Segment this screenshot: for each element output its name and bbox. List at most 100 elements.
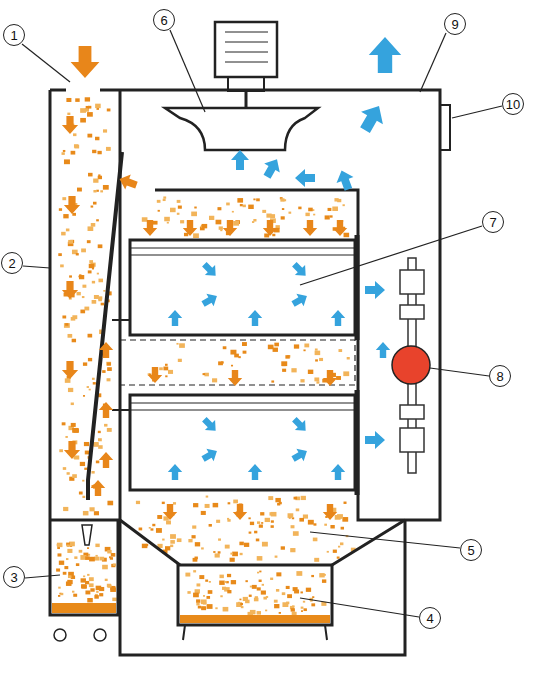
dust-particle <box>145 544 148 546</box>
dust-particle <box>193 570 196 572</box>
dust-particle <box>279 612 281 614</box>
dust-particle <box>98 244 103 248</box>
dust-particle <box>92 268 94 270</box>
dust-particle <box>88 270 92 273</box>
dust-particle <box>311 575 314 577</box>
dust-particle <box>334 198 338 201</box>
callout-text: 3 <box>10 571 17 584</box>
dust-particle <box>153 221 158 225</box>
dust-particle <box>162 502 165 504</box>
dust-particle <box>163 196 166 198</box>
dust-particle <box>233 500 238 504</box>
dust-particle <box>274 600 278 603</box>
dust-particle <box>259 524 263 527</box>
dust-particle <box>106 147 110 151</box>
dust-particle <box>207 604 213 609</box>
dust-particle <box>87 134 92 138</box>
dust-particle <box>209 524 212 527</box>
dust-particle <box>250 522 254 525</box>
flow-arrow <box>331 464 345 480</box>
dust-particle <box>276 572 281 576</box>
dust-particle <box>84 442 89 446</box>
dust-particle <box>60 264 64 267</box>
dust-particle <box>98 445 103 449</box>
dust-particle <box>58 595 60 597</box>
dust-particle <box>324 524 327 526</box>
dust-particle <box>271 512 277 517</box>
dust-particle <box>96 108 99 110</box>
flow-arrow <box>323 370 337 386</box>
tube-sheet <box>355 235 360 495</box>
flow-arrow <box>333 168 357 193</box>
dust-particle <box>88 226 94 231</box>
dust-particle <box>67 545 70 547</box>
dust-particle <box>300 591 302 593</box>
dust-particle <box>150 528 153 530</box>
dust-particle <box>213 503 219 507</box>
dust-particle <box>266 596 268 598</box>
flow-arrow <box>259 155 285 181</box>
dust-particle <box>68 575 72 578</box>
dust-particle <box>239 542 243 546</box>
dust-particle <box>314 377 319 381</box>
filter-housing <box>50 22 450 655</box>
chute-baffle <box>88 152 122 500</box>
dust-particle <box>262 542 268 547</box>
housing-outline <box>50 90 440 520</box>
dust-particle <box>67 580 72 584</box>
dust-particle <box>103 185 109 190</box>
dust-particle <box>71 403 74 406</box>
dust-particle <box>85 556 89 560</box>
dust-particle <box>288 513 294 518</box>
dust-particle <box>57 543 63 547</box>
dust-particle <box>102 565 108 570</box>
dust-particle <box>245 580 247 582</box>
dust-particle <box>240 204 243 206</box>
dust-particle <box>257 556 263 561</box>
dust-particle <box>95 137 99 141</box>
dust-particle <box>230 558 235 562</box>
dust-particle <box>303 601 305 603</box>
dust-particle <box>59 561 64 565</box>
flow-arrow <box>99 342 113 358</box>
dust-particle <box>176 343 178 345</box>
fan-shaft <box>245 91 248 108</box>
motor-fins <box>225 32 268 62</box>
dust-particle <box>98 279 103 283</box>
dust-particle <box>178 359 182 362</box>
dust-particle <box>87 240 91 243</box>
dust-particle <box>209 581 211 583</box>
flow-arrow <box>199 414 220 435</box>
dust-particle <box>193 503 198 507</box>
dust-particle <box>107 584 111 587</box>
dust-particle <box>322 579 326 582</box>
dust-particle <box>218 361 223 365</box>
dust-particle <box>110 557 113 560</box>
dust-particle <box>63 572 67 575</box>
dust-particle <box>259 580 262 582</box>
dust-particle <box>315 359 318 361</box>
callout-number: 9 <box>444 13 466 35</box>
dust-particle <box>225 545 230 549</box>
callout-text: 4 <box>426 612 433 625</box>
dust-particle <box>281 361 287 366</box>
dust-particle <box>291 525 295 528</box>
dust-particle <box>107 378 111 381</box>
pulse-valve <box>400 428 424 452</box>
flow-arrow <box>323 504 337 520</box>
dust-particle <box>62 422 66 425</box>
flow-arrow <box>289 414 310 435</box>
flow-arrow <box>365 431 385 449</box>
dust-particle <box>157 200 161 203</box>
dust-particle <box>311 603 315 606</box>
dust-particle <box>87 574 89 576</box>
dust-particle <box>74 144 78 147</box>
dust-particle <box>177 213 180 215</box>
dust-particle <box>201 606 206 610</box>
dust-particle <box>164 217 170 221</box>
dust-particle <box>86 106 89 109</box>
flow-arrow <box>331 310 345 326</box>
dust-particle <box>65 378 71 383</box>
dust-particle <box>196 603 199 606</box>
